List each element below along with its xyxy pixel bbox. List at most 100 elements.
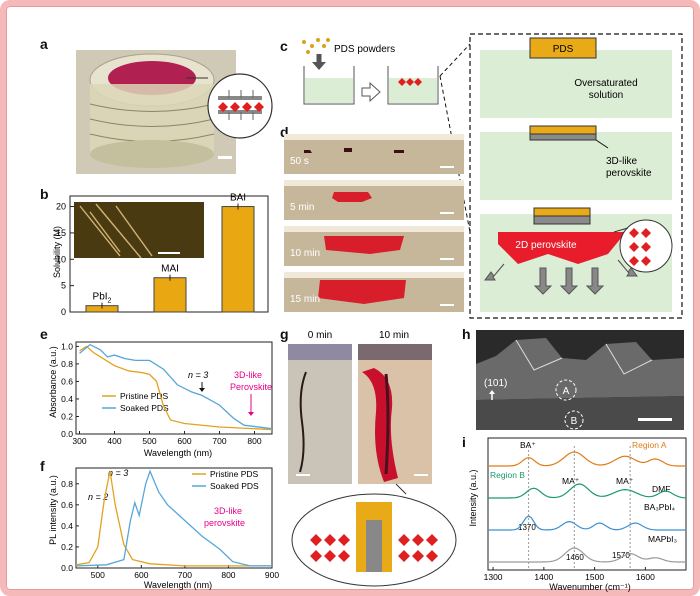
xtick-label: 600 (134, 570, 148, 580)
h-label-B: B (571, 416, 578, 427)
i-p1460: 1460 (566, 553, 584, 562)
e-ylabel: Absorbance (a.u.) (48, 346, 58, 418)
ytick-label: 0.4 (61, 521, 73, 531)
f-n2: n = 2 (88, 492, 108, 502)
d-time-label: 15 min (290, 294, 320, 305)
b-bar-label: PbI2 (93, 292, 112, 305)
b-ytick-label: 20 (56, 202, 66, 212)
spectra-chart: Intensity (a.u.) Wavenumber (cm⁻¹) BA⁺ R… (468, 437, 687, 592)
g-time-left: 0 min (308, 330, 332, 341)
i-series-ba3pbi (488, 515, 686, 531)
b-ytick-label: 5 (61, 281, 66, 291)
b-bars: PbI2 MAI BAI (85, 193, 255, 313)
panel-label-g: g (280, 326, 289, 342)
xtick-label: 500 (91, 570, 105, 580)
f-legend-pristine: Pristine PDS (210, 469, 259, 479)
photo-10min (358, 344, 432, 484)
ytick-label: 0.6 (61, 500, 73, 510)
e-annot-1: 3D-like (234, 370, 262, 380)
e-n3: n = 3 (188, 370, 208, 380)
f-ylabel: PL intensity (a.u.) (48, 475, 58, 545)
e-series-pristine (79, 345, 273, 431)
i-ba-plus: BA⁺ (520, 440, 536, 450)
b-bar-label: MAI (161, 264, 179, 275)
xtick-label: 900 (265, 570, 279, 580)
panel-label-h: h (462, 326, 471, 342)
d-time-label: 10 min (290, 248, 320, 259)
panel-label-i: i (462, 434, 466, 450)
d-scalebar (440, 258, 454, 260)
e-series-soaked (79, 343, 273, 430)
i-series-mapbi3 (488, 547, 686, 563)
c-3dlike-1: 3D-like (606, 156, 638, 167)
ytick-label: 0.4 (61, 394, 73, 404)
i-p1370: 1370 (518, 523, 536, 532)
e-legend-soaked: Soaked PDS (120, 403, 169, 413)
panel-label-a: a (40, 36, 48, 52)
d-scalebar (440, 304, 454, 306)
pl-chart: PL intensity (a.u.) Wavelength (nm) n = … (48, 467, 279, 590)
xtick-label: 500 (142, 436, 156, 446)
growth-comparison: 0 min 10 min (288, 330, 457, 587)
vial-photo (68, 44, 278, 174)
i-p1570: 1570 (612, 551, 630, 560)
ytick-label: 0.2 (61, 411, 73, 421)
panel-label-e: e (40, 326, 48, 342)
f-legend-soaked: Soaked PDS (210, 481, 259, 491)
right-arrow-icon (361, 81, 381, 103)
f-annot-1: 3D-like (214, 506, 242, 516)
c-pds-label: PDS (553, 44, 574, 55)
i-mapbi3: MAPbI₃ (648, 534, 677, 544)
i-series-region-b (488, 483, 687, 499)
growth-arrows (484, 259, 638, 295)
i-series-region-a (488, 451, 686, 467)
f-xlabel: Wavelength (nm) (144, 580, 212, 590)
b-ytick-label: 10 (56, 254, 66, 264)
down-arrow-icon (312, 62, 326, 70)
c-oversat-1: Oversaturated (574, 78, 637, 89)
i-xtick-label: 1500 (585, 572, 604, 582)
g-time-right: 10 min (379, 330, 409, 341)
b-bar (153, 277, 187, 313)
ytick-label: 0.0 (61, 429, 73, 439)
i-xtick-label: 1400 (534, 572, 553, 582)
f-series-soaked (75, 469, 272, 567)
d-crystal (332, 192, 372, 202)
panel-label-c: c (280, 38, 288, 54)
h-label-A: A (563, 386, 570, 397)
d-time-label: 50 s (290, 156, 309, 167)
ytick-label: 0.2 (61, 542, 73, 552)
i-dmf: DMF (652, 484, 670, 494)
i-region-b: Region B (490, 470, 525, 480)
xtick-label: 800 (247, 436, 261, 446)
i-ylabel: Intensity (a.u.) (468, 469, 478, 526)
i-ba3pbi: BA₃PbI₄ (644, 502, 676, 512)
b-bar-label: BAI (230, 193, 246, 204)
c-oversat-2: solution (589, 90, 623, 101)
i-region-a: Region A (632, 440, 667, 450)
f-series-pristine (75, 471, 272, 567)
b-bar (221, 206, 255, 313)
c-powders-label: PDS powders (334, 44, 395, 55)
e-xlabel: Wavelength (nm) (144, 448, 212, 458)
d-time-label: 5 min (290, 202, 314, 213)
powder-particles (302, 38, 330, 54)
xtick-label: 400 (107, 436, 121, 446)
ytick-label: 0.8 (61, 479, 73, 489)
i-xtick-label: 1300 (484, 572, 503, 582)
b-ytick-label: 15 (56, 228, 66, 238)
ytick-label: 0.8 (61, 359, 73, 369)
d-crystal (324, 236, 404, 254)
xtick-label: 800 (221, 570, 235, 580)
ytick-label: 0.6 (61, 376, 73, 386)
growth-photos: 50 s 5 min 10 min 15 min (284, 134, 464, 312)
xtick-label: 700 (212, 436, 226, 446)
ytick-label: 0.0 (61, 563, 73, 573)
d-crystal (304, 148, 404, 153)
c-2d-label: 2D perovskite (515, 240, 577, 251)
xtick-label: 600 (177, 436, 191, 446)
e-legend-pristine: Pristine PDS (120, 391, 169, 401)
ladder-structure-icon (218, 90, 264, 120)
d-photo (284, 134, 464, 174)
